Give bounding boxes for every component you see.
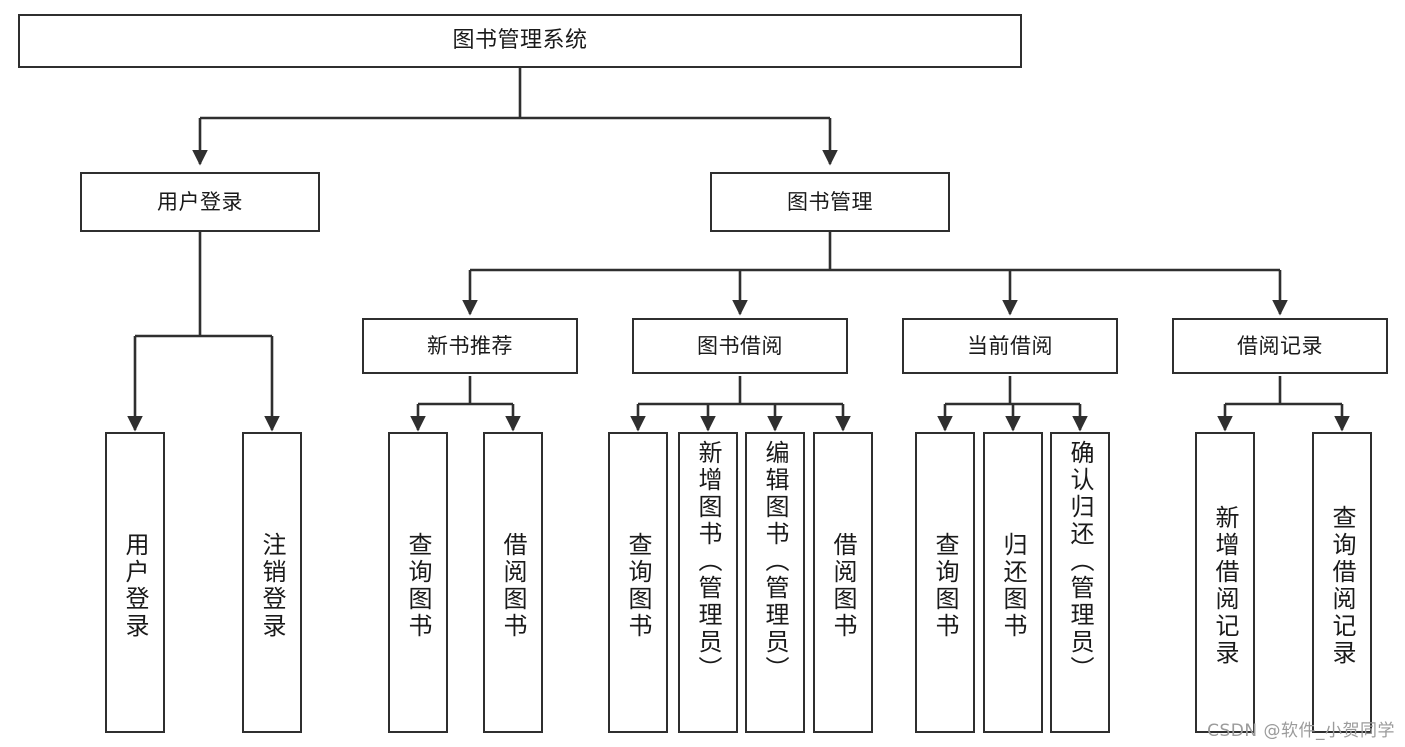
node-label: 当前借阅 xyxy=(967,333,1053,358)
leaf-user-login[interactable]: 用户登录 xyxy=(105,432,165,733)
leaf-borrow-book[interactable]: 借阅图书 xyxy=(813,432,873,733)
node-label: 图书借阅 xyxy=(697,333,783,358)
node-label: 用户登录 xyxy=(121,531,149,640)
node-label: 新增图书（管理员） xyxy=(694,440,722,683)
node-current-borrowing[interactable]: 当前借阅 xyxy=(902,318,1118,374)
node-user-login[interactable]: 用户登录 xyxy=(80,172,320,232)
leaf-add-book-admin[interactable]: 新增图书（管理员） xyxy=(678,432,738,733)
node-label: 注销登录 xyxy=(258,531,286,640)
node-label: 编辑图书（管理员） xyxy=(761,440,789,683)
csdn-watermark: CSDN @软件_小贺同学 xyxy=(1207,721,1395,741)
node-label: 查询图书 xyxy=(624,531,652,640)
node-root-system[interactable]: 图书管理系统 xyxy=(18,14,1022,68)
leaf-query-book-borrowing[interactable]: 查询图书 xyxy=(608,432,668,733)
node-label: 确认归还（管理员） xyxy=(1066,440,1094,683)
node-label: 查询图书 xyxy=(404,531,432,640)
node-book-management[interactable]: 图书管理 xyxy=(710,172,950,232)
leaf-return-book[interactable]: 归还图书 xyxy=(983,432,1043,733)
node-label: 图书管理系统 xyxy=(452,28,588,54)
leaf-confirm-return-admin[interactable]: 确认归还（管理员） xyxy=(1050,432,1110,733)
leaf-query-book-recommendation[interactable]: 查询图书 xyxy=(388,432,448,733)
node-book-borrowing[interactable]: 图书借阅 xyxy=(632,318,848,374)
node-label: 查询图书 xyxy=(931,531,959,640)
node-label: 归还图书 xyxy=(999,531,1027,640)
node-label: 借阅图书 xyxy=(499,531,527,640)
leaf-logout[interactable]: 注销登录 xyxy=(242,432,302,733)
node-label: 图书管理 xyxy=(787,189,873,214)
node-label: 查询借阅记录 xyxy=(1328,504,1356,667)
node-label: 用户登录 xyxy=(157,189,243,214)
leaf-query-borrow-record[interactable]: 查询借阅记录 xyxy=(1312,432,1372,733)
leaf-add-borrow-record[interactable]: 新增借阅记录 xyxy=(1195,432,1255,733)
node-label: 新增借阅记录 xyxy=(1211,504,1239,667)
node-label: 借阅图书 xyxy=(829,531,857,640)
node-label: 借阅记录 xyxy=(1237,333,1323,358)
node-new-book-recommendation[interactable]: 新书推荐 xyxy=(362,318,578,374)
node-borrowing-records[interactable]: 借阅记录 xyxy=(1172,318,1388,374)
node-label: 新书推荐 xyxy=(427,333,513,358)
leaf-query-book-current[interactable]: 查询图书 xyxy=(915,432,975,733)
leaf-borrow-book-recommendation[interactable]: 借阅图书 xyxy=(483,432,543,733)
leaf-edit-book-admin[interactable]: 编辑图书（管理员） xyxy=(745,432,805,733)
